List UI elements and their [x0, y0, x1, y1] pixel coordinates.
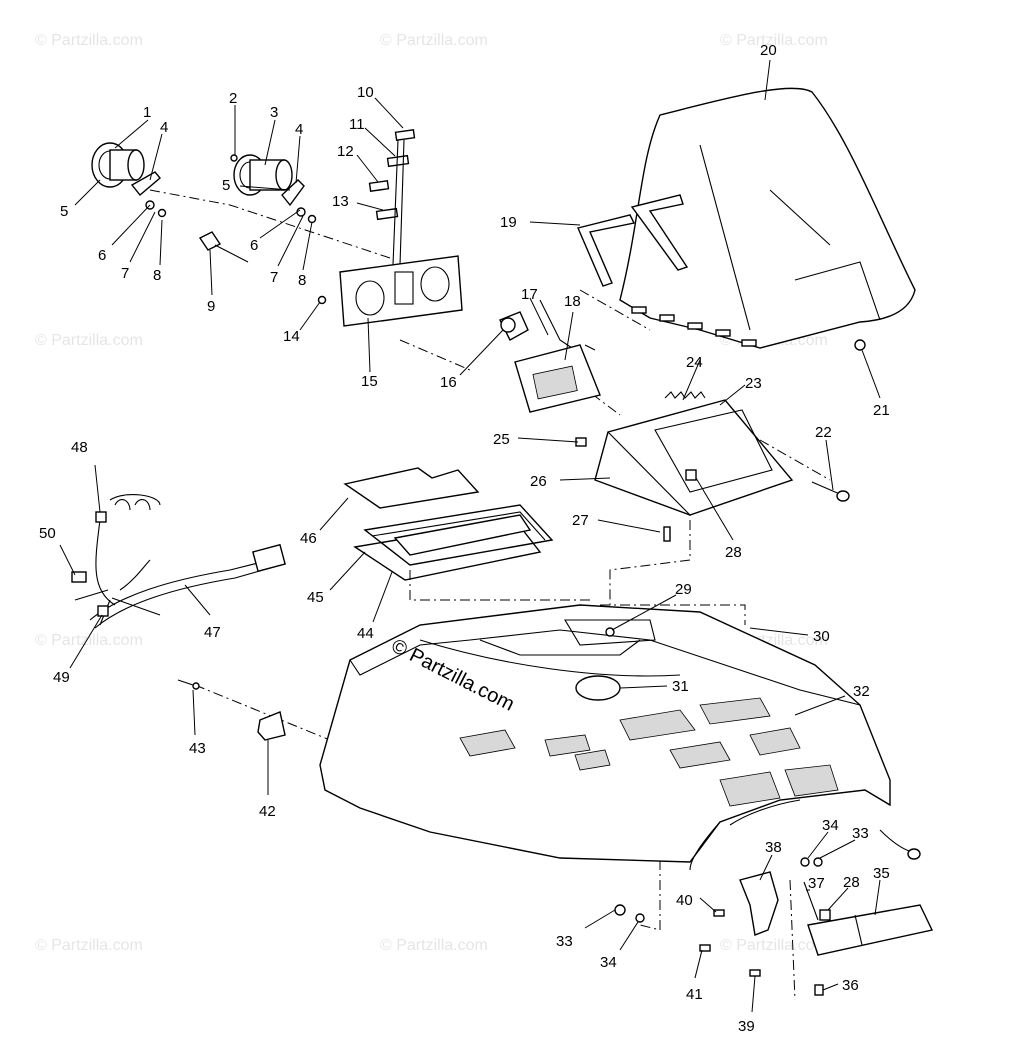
callout-9: 9: [207, 298, 215, 315]
callout-20: 20: [760, 42, 777, 59]
callout-22: 22: [815, 424, 832, 441]
callout-40: 40: [676, 892, 693, 909]
watermark: © Partzilla.com: [35, 32, 143, 49]
callout-10: 10: [357, 84, 374, 101]
callout-27: 27: [572, 512, 589, 529]
watermark: © Partzilla.com: [380, 937, 488, 954]
callout-13: 13: [332, 193, 349, 210]
hood-icon: [319, 604, 921, 871]
callout-30: 30: [813, 628, 830, 645]
callout-45: 45: [307, 589, 324, 606]
callout-7: 7: [270, 269, 278, 286]
callout-11: 11: [349, 116, 365, 133]
indicator-tabs-icon: [368, 128, 416, 266]
callout-16: 16: [440, 374, 457, 391]
watermark: © Partzilla.com: [380, 32, 488, 49]
knob-rod-icon: [198, 231, 249, 263]
callout-26: 26: [530, 473, 547, 490]
callout-15: 15: [361, 373, 378, 390]
callout-3: 3: [270, 104, 278, 121]
callout-8: 8: [153, 267, 161, 284]
watermark: © Partzilla.com: [35, 332, 143, 349]
callout-24: 24: [686, 354, 703, 371]
headlight-icon: [499, 299, 601, 413]
callout-17: 17: [521, 286, 538, 303]
watermark: © Partzilla.com: [720, 32, 828, 49]
callout-2: 2: [229, 90, 237, 107]
callout-28: 28: [725, 544, 742, 561]
callout-49: 49: [53, 669, 70, 686]
callout-48: 48: [71, 439, 88, 456]
hood-bracket-icon: [177, 679, 286, 741]
callout-labels: 1 2 3 4 4 5 5 6 6 7 7 8 8 9 10 11 12 13 …: [39, 42, 890, 1035]
callout-42: 42: [259, 803, 276, 820]
watermark: © Partzilla.com: [35, 937, 143, 954]
callout-31: 31: [672, 678, 689, 695]
callout-44: 44: [357, 625, 374, 642]
callout-47: 47: [204, 624, 221, 641]
callout-5: 5: [60, 203, 68, 220]
callout-1: 1: [143, 104, 151, 121]
callout-43: 43: [189, 740, 206, 757]
callout-33: 33: [556, 933, 573, 950]
callout-14: 14: [283, 328, 300, 345]
callout-37: 37: [808, 875, 825, 892]
callout-35: 35: [873, 865, 890, 882]
callout-29: 29: [675, 581, 692, 598]
callout-18: 18: [564, 293, 581, 310]
callout-33: 33: [852, 825, 869, 842]
callout-39: 39: [738, 1018, 755, 1035]
callout-25: 25: [493, 431, 510, 448]
callout-19: 19: [500, 214, 517, 231]
callout-8: 8: [298, 272, 306, 289]
callout-50: 50: [39, 525, 56, 542]
gauge-panel-icon: [317, 255, 463, 327]
callout-36: 36: [842, 977, 859, 994]
wiring-harness-icon: [71, 494, 286, 629]
watermark: © Partzilla.com: [720, 937, 828, 954]
windshield-icon: [577, 87, 916, 351]
callout-34: 34: [600, 954, 617, 971]
spring-icon: [664, 391, 706, 399]
callout-7: 7: [121, 265, 129, 282]
gauge-3-icon: [230, 154, 317, 224]
callout-38: 38: [765, 839, 782, 856]
gauge-1-icon: [91, 142, 167, 218]
watermark: © Partzilla.com: [35, 632, 143, 649]
console-housing-icon: [575, 399, 850, 542]
callout-34: 34: [822, 817, 839, 834]
callout-6: 6: [98, 247, 106, 264]
access-panel-icon: [343, 467, 554, 581]
callout-6: 6: [250, 237, 258, 254]
leader-lines: [59, 59, 881, 1013]
callout-46: 46: [300, 530, 317, 547]
callout-12: 12: [337, 143, 354, 160]
callout-4: 4: [295, 121, 303, 138]
callout-23: 23: [745, 375, 762, 392]
callout-32: 32: [853, 683, 870, 700]
callout-28: 28: [843, 874, 860, 891]
callout-21: 21: [873, 402, 890, 419]
callout-5: 5: [222, 177, 230, 194]
callout-41: 41: [686, 986, 703, 1003]
callout-4: 4: [160, 119, 168, 136]
